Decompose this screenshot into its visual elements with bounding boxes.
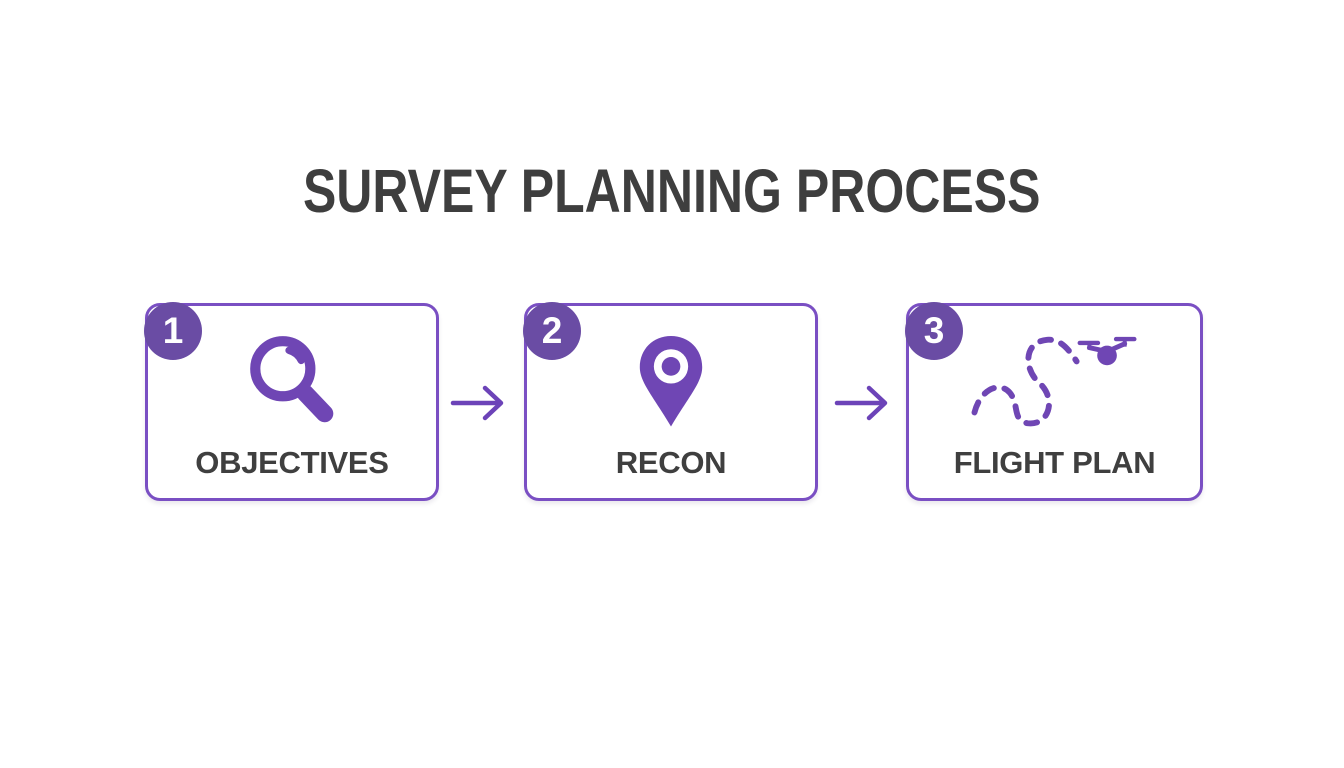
- drone-flight-path-icon: [966, 328, 1144, 436]
- step-label: OBJECTIVES: [195, 445, 389, 480]
- step-number: 1: [162, 309, 184, 351]
- right-arrow-icon: [450, 384, 508, 422]
- drone-icon: [1077, 336, 1136, 365]
- step-card-recon: 2 RECON: [523, 302, 818, 501]
- step-icon-zone: [527, 324, 815, 439]
- step-label: RECON: [615, 445, 727, 480]
- step-label: FLIGHT PLAN: [953, 445, 1156, 480]
- step-card-flight-plan: 3 FLIGHT PLAN: [905, 302, 1203, 501]
- step-number-badge: 3: [905, 302, 963, 360]
- step-icon-zone: [148, 324, 436, 439]
- page-title: SURVEY PLANNING PROCESS: [303, 157, 1041, 225]
- step-card-objectives: 1 OBJECTIVES: [144, 302, 439, 501]
- step-number-badge: 2: [523, 302, 581, 360]
- page-title-row: SURVEY PLANNING PROCESS: [0, 156, 1344, 226]
- step-number-badge: 1: [144, 302, 202, 360]
- magnifier-icon: [241, 331, 343, 433]
- step-number: 3: [923, 309, 945, 351]
- map-pin-icon: [632, 332, 710, 432]
- step-number: 2: [541, 309, 563, 351]
- right-arrow-icon: [834, 384, 892, 422]
- step-icon-zone: [909, 324, 1200, 439]
